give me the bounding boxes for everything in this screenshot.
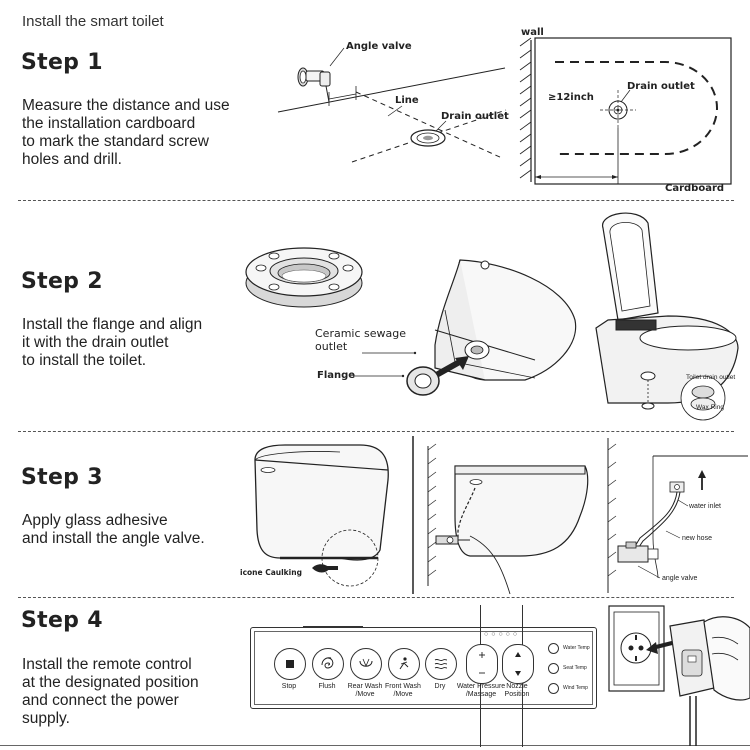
step-1-description: Measure the distance and use the install… bbox=[22, 97, 230, 168]
step-4-title: Step 4 bbox=[21, 608, 103, 633]
remote-button-nozzle[interactable] bbox=[502, 644, 534, 684]
flange-diagram bbox=[245, 247, 363, 308]
angle-valve-label: Angle valve bbox=[346, 41, 412, 52]
step-4-description: Install the remote control at the design… bbox=[22, 656, 199, 727]
cardboard-label: Cardboard bbox=[665, 183, 724, 194]
side-label: Water Temp bbox=[563, 645, 590, 651]
remote-button-front-wash[interactable] bbox=[388, 648, 420, 680]
side-label-row: Water Temp bbox=[548, 638, 594, 658]
panel-top-slot bbox=[303, 626, 363, 628]
remote-button-dry[interactable] bbox=[425, 648, 457, 680]
remote-button-label: Front Wash /Move bbox=[385, 683, 421, 698]
temp-indicator-icon[interactable] bbox=[548, 682, 559, 694]
remote-button-label: Water Pressure /Massage bbox=[456, 683, 506, 698]
remote-button-rear-wash[interactable] bbox=[350, 648, 382, 680]
remote-button-water-pressure[interactable] bbox=[466, 644, 498, 684]
remote-button-label: Dry bbox=[434, 683, 446, 690]
bottom-rule bbox=[0, 745, 750, 746]
step-3-description: Apply glass adhesive and install the ang… bbox=[22, 512, 205, 547]
remote-control-panel: ○○○○○ bbox=[250, 626, 597, 709]
dry-icon bbox=[434, 658, 448, 670]
drain-outlet-label: Drain outlet bbox=[441, 111, 509, 122]
water-inlet-label: water inlet bbox=[689, 503, 721, 510]
hose-connection-diagram bbox=[607, 438, 748, 593]
plus-minus-icon bbox=[479, 652, 485, 674]
remote-button-label: Nozzle Position bbox=[504, 683, 530, 698]
side-label: Wind Temp bbox=[563, 685, 588, 691]
temp-indicator-icon[interactable] bbox=[548, 642, 559, 654]
flange-label: Flange bbox=[317, 370, 356, 381]
power-socket-diagram bbox=[608, 605, 750, 746]
step-3-title: Step 3 bbox=[21, 465, 103, 490]
cardboard-sheet bbox=[534, 37, 732, 185]
toilet-drain-outlet-label: Toilet drain outlet bbox=[686, 374, 736, 381]
step-2-title: Step 2 bbox=[21, 269, 103, 294]
angle-valve-wall-diagram bbox=[412, 436, 589, 595]
side-label-row: Seat Temp bbox=[548, 658, 594, 678]
up-down-icon bbox=[515, 652, 521, 676]
angle-valve-icon bbox=[297, 67, 331, 103]
swirl-icon bbox=[321, 657, 334, 669]
remote-button-label: Stop bbox=[281, 683, 297, 690]
page-title: Install the smart toilet bbox=[22, 13, 164, 30]
new-hose-label: new hose bbox=[682, 535, 712, 542]
installed-toilet-diagram bbox=[595, 212, 739, 421]
side-label: Seat Temp bbox=[563, 665, 587, 671]
silicone-caulking-label: icone Caulking bbox=[240, 568, 302, 577]
wax-ring-label: Wax Ring bbox=[696, 404, 724, 411]
step-1-cardboard-diagram: wall Drain outlet ≥12inch Cardboard bbox=[519, 27, 732, 194]
indicator-dots: ○○○○○ bbox=[484, 631, 521, 638]
ceramic-sewage-outlet-label: Ceramic sewage outlet bbox=[315, 327, 407, 353]
angle-valve-label-step3: angle valve bbox=[662, 575, 698, 582]
step-1-title: Step 1 bbox=[21, 50, 103, 75]
drain-outlet-cardboard-label: Drain outlet bbox=[627, 81, 695, 92]
temp-indicator-icon[interactable] bbox=[548, 662, 559, 674]
front-wash-icon bbox=[399, 657, 409, 670]
step-2-description: Install the flange and align it with the… bbox=[22, 316, 203, 369]
drain-outlet-icon bbox=[410, 129, 446, 147]
distance-label: ≥12inch bbox=[548, 92, 594, 103]
step-1-floor-diagram: Angle valve Line Drain outlet bbox=[277, 41, 509, 163]
section-divider bbox=[18, 200, 734, 201]
stop-icon bbox=[286, 660, 294, 668]
side-label-row: Wind Temp bbox=[548, 678, 594, 698]
section-divider bbox=[18, 431, 734, 432]
rear-wash-icon bbox=[359, 658, 373, 667]
toilet-underside-diagram bbox=[353, 259, 577, 396]
remote-button-flush[interactable] bbox=[312, 648, 344, 680]
section-divider bbox=[18, 597, 734, 598]
wall-label: wall bbox=[521, 27, 544, 38]
remote-button-stop[interactable] bbox=[274, 648, 306, 680]
line-label: Line bbox=[395, 95, 419, 106]
remote-button-label: Rear Wash /Move bbox=[347, 683, 383, 698]
remote-button-label: Flush bbox=[318, 683, 336, 690]
toilet-side-view-diagram bbox=[254, 444, 389, 587]
